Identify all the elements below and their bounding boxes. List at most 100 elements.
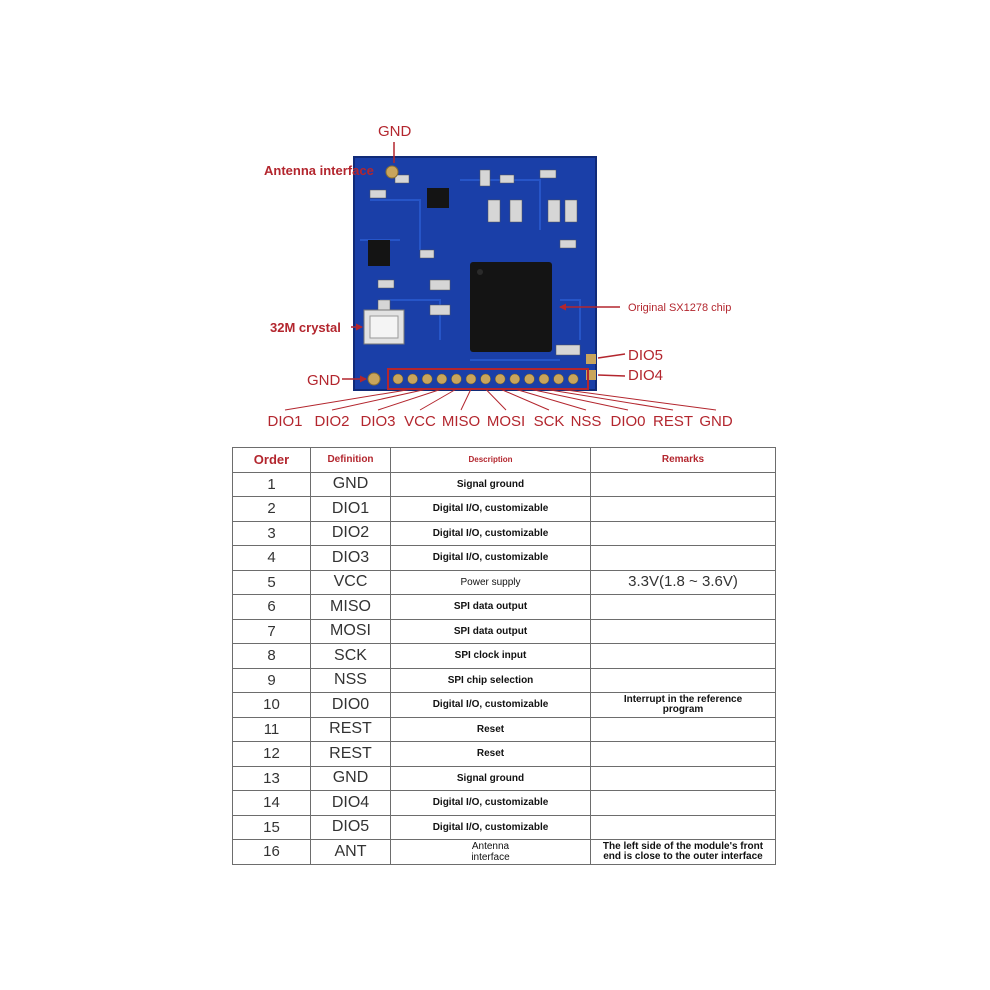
pin-pad bbox=[421, 373, 433, 385]
cell-definition: DIO1 bbox=[310, 496, 391, 522]
cell-description: SPI chip selection bbox=[390, 667, 591, 693]
header-remarks: Remarks bbox=[590, 447, 776, 473]
cell-order: 2 bbox=[232, 496, 311, 522]
fan-line bbox=[485, 388, 507, 411]
cell-remarks bbox=[590, 741, 776, 767]
cell-order: 10 bbox=[232, 692, 311, 718]
cell-description: SPI clock input bbox=[390, 643, 591, 669]
label-gnd-top: GND bbox=[378, 123, 412, 140]
cell-remarks bbox=[590, 496, 776, 522]
bottom-pin-label: DIO3 bbox=[360, 413, 395, 430]
cell-remarks bbox=[590, 520, 776, 546]
pin-pad bbox=[465, 373, 477, 385]
cell-definition: GND bbox=[310, 765, 391, 791]
cell-order: 11 bbox=[232, 716, 311, 742]
pin-pad bbox=[567, 373, 579, 385]
label-dio4: DIO4 bbox=[628, 367, 663, 384]
cell-definition: ANT bbox=[310, 839, 391, 865]
remarks-line: The left side of the module's front bbox=[602, 840, 764, 852]
bottom-pin-label: DIO2 bbox=[314, 413, 349, 430]
cell-definition: DIO4 bbox=[310, 790, 391, 816]
label-crystal: 32M crystal bbox=[270, 320, 341, 335]
remarks-line: program bbox=[662, 703, 704, 715]
bottom-pin-label: NSS bbox=[571, 413, 602, 430]
cell-definition: DIO2 bbox=[310, 520, 391, 546]
cell-order: 1 bbox=[232, 471, 311, 497]
table-header-row: Order Definition Description Remarks bbox=[232, 447, 776, 473]
pin-pad bbox=[407, 373, 418, 385]
bottom-pin-label: SCK bbox=[534, 413, 565, 430]
cell-remarks bbox=[590, 790, 776, 816]
pin-pad bbox=[480, 373, 491, 385]
bottom-pin-label: DIO1 bbox=[267, 413, 302, 430]
callouts: GND Antenna interface Original SX1278 ch… bbox=[264, 123, 731, 411]
bottom-pin-label: MISO bbox=[442, 413, 480, 430]
cell-definition: MISO bbox=[310, 594, 391, 620]
fan-line bbox=[500, 388, 550, 411]
cell-order: 3 bbox=[232, 520, 311, 546]
cell-description: Digital I/O, customizable bbox=[390, 520, 591, 546]
cell-description: Reset bbox=[390, 716, 591, 742]
cell-description: Signal ground bbox=[390, 765, 591, 791]
cell-order: 5 bbox=[232, 569, 311, 595]
cell-definition: DIO0 bbox=[310, 692, 391, 718]
cell-definition: SCK bbox=[310, 643, 391, 669]
cell-definition: NSS bbox=[310, 667, 391, 693]
bottom-pin-label: VCC bbox=[404, 413, 436, 430]
cell-definition: MOSI bbox=[310, 618, 391, 644]
fan-line bbox=[514, 388, 587, 411]
cell-description: SPI data output bbox=[390, 618, 591, 644]
pin-pad bbox=[538, 373, 550, 385]
remarks-line: end is close to the outer interface bbox=[603, 850, 763, 862]
cell-remarks bbox=[590, 618, 776, 644]
cell-order: 12 bbox=[232, 741, 311, 767]
cell-description: Digital I/O, customizable bbox=[390, 692, 591, 718]
cell-remarks bbox=[590, 765, 776, 791]
header-definition: Definition bbox=[310, 447, 391, 473]
pin-header bbox=[367, 368, 589, 390]
cell-remarks bbox=[590, 667, 776, 693]
fan-line bbox=[460, 388, 472, 411]
fan-line bbox=[558, 388, 717, 411]
pin-pad bbox=[392, 373, 404, 385]
bottom-pin-label: MOSI bbox=[487, 413, 525, 430]
pcb-board bbox=[353, 156, 597, 391]
cell-description: Digital I/O, customizable bbox=[390, 790, 591, 816]
cell-order: 16 bbox=[232, 839, 311, 865]
pin-pad bbox=[553, 373, 564, 385]
pin-pad bbox=[451, 373, 462, 385]
cell-order: 4 bbox=[232, 545, 311, 571]
cell-remarks bbox=[590, 471, 776, 497]
fan-line bbox=[529, 388, 629, 411]
header-order: Order bbox=[232, 447, 311, 473]
cell-remarks bbox=[590, 545, 776, 571]
cell-description: SPI data output bbox=[390, 594, 591, 620]
cell-remarks bbox=[590, 814, 776, 840]
cell-remarks bbox=[590, 594, 776, 620]
label-antenna: Antenna interface bbox=[264, 163, 374, 178]
cell-definition: DIO5 bbox=[310, 814, 391, 840]
cell-remarks: 3.3V(1.8 ~ 3.6V) bbox=[590, 569, 776, 595]
module-diagram: GND Antenna interface Original SX1278 ch… bbox=[264, 123, 733, 430]
fan-line bbox=[331, 388, 428, 411]
cell-order: 6 bbox=[232, 594, 311, 620]
cell-order: 14 bbox=[232, 790, 311, 816]
fan-line bbox=[543, 388, 674, 411]
